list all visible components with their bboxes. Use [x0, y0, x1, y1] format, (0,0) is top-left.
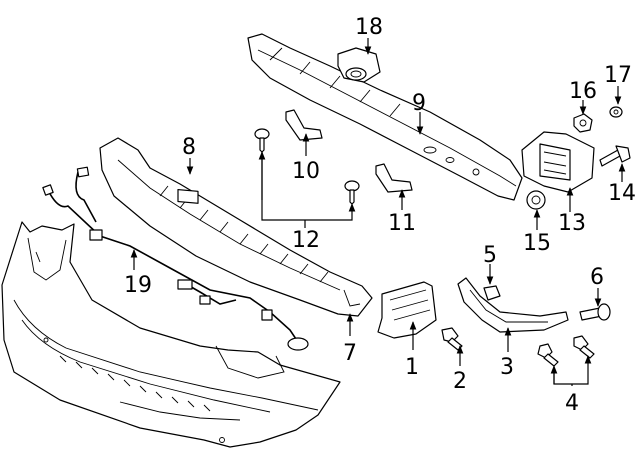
screw-12-lower	[344, 180, 360, 205]
callout-15: 15	[523, 231, 551, 256]
bracket-1	[377, 281, 437, 339]
callout-2: 2	[453, 369, 467, 394]
callout-19: 19	[124, 273, 152, 298]
bracket-10	[285, 109, 323, 141]
callout-6: 6	[590, 265, 604, 290]
bolt-14	[599, 145, 631, 167]
callout-12: 12	[292, 228, 320, 253]
washer	[609, 106, 623, 118]
callout-1: 1	[405, 355, 419, 380]
bumper-cover	[1, 221, 341, 448]
screw-12-upper	[254, 128, 270, 153]
callout-labels: 1 2 3 4 5 6 7 8 9 10 11 12 13 14 15 16 1…	[124, 15, 636, 416]
callout-4: 4	[565, 391, 579, 416]
nut-15	[526, 190, 546, 210]
callout-13: 13	[558, 211, 586, 236]
callout-5: 5	[483, 243, 497, 268]
callout-9: 9	[412, 91, 426, 116]
energy-absorber	[99, 137, 373, 317]
leader-lines	[130, 38, 626, 386]
callout-10: 10	[292, 159, 320, 184]
callout-18: 18	[355, 15, 383, 40]
nut-16	[573, 113, 593, 133]
parking-sensor	[337, 47, 381, 83]
screw-6	[579, 303, 611, 321]
bracket-3	[457, 277, 569, 333]
callout-11: 11	[388, 211, 416, 236]
clip	[177, 188, 199, 204]
callout-7: 7	[343, 341, 357, 366]
mounting-bracket	[521, 131, 595, 193]
callout-14: 14	[608, 181, 636, 206]
callout-16: 16	[569, 79, 597, 104]
reinforcement-beam	[247, 33, 523, 201]
bracket-11	[375, 163, 413, 193]
callout-17: 17	[604, 63, 632, 88]
callout-8: 8	[182, 135, 196, 160]
wiring-harness	[42, 166, 309, 351]
bolt-4-left	[537, 343, 559, 367]
bolt-4-right	[573, 335, 595, 359]
callout-3: 3	[500, 355, 514, 380]
clip-5	[483, 285, 501, 301]
bolt-2	[441, 327, 463, 351]
